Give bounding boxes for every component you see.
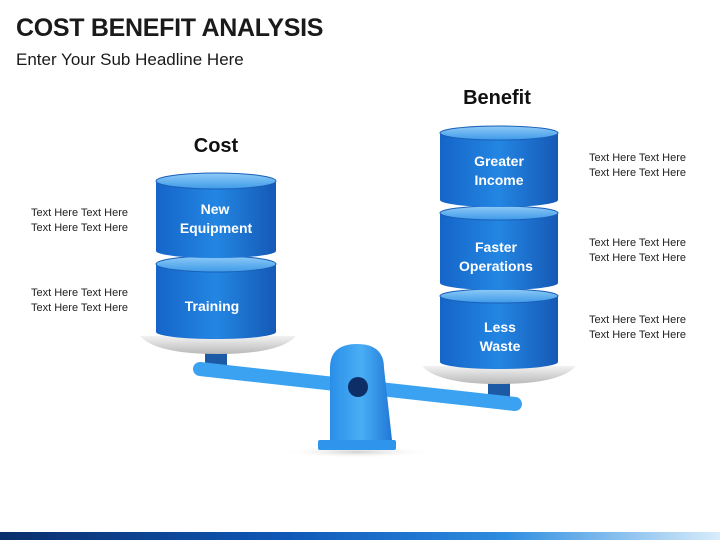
benefit-note-3-line-2: Text Here Text Here	[589, 329, 687, 341]
benefit-block-greater-income: Greater Income	[439, 125, 559, 207]
pivot-hole-icon	[348, 377, 368, 397]
cost-note-2-line-2: Text Here Text Here	[31, 302, 129, 314]
cost-block-new-equipment: New Equipment	[155, 172, 277, 258]
cost-heading: Cost	[193, 135, 239, 157]
benefit-block-less-waste: Less Waste	[439, 288, 559, 369]
cost-block-new-equipment-label-1: New	[201, 201, 230, 217]
benefit-note-3-line-1: Text Here Text Here	[589, 314, 687, 326]
benefit-note-1-line-1: Text Here Text Here	[589, 152, 687, 164]
benefit-block-less-waste-label-1: Less	[484, 319, 516, 335]
benefit-block-faster-operations: Faster Operations	[439, 205, 559, 290]
cost-note-2-line-1: Text Here Text Here	[31, 287, 129, 299]
right-pan-post	[488, 380, 510, 398]
benefit-note-1: Text Here Text Here Text Here Text Here	[589, 151, 686, 181]
fulcrum	[318, 344, 396, 450]
benefit-pan	[422, 366, 576, 384]
cost-block-training: Training	[155, 255, 277, 339]
benefit-note-1-line-2: Text Here Text Here	[589, 167, 687, 179]
benefit-note-2: Text Here Text Here Text Here Text Here	[589, 236, 686, 266]
cost-block-new-equipment-label-2: Equipment	[180, 220, 253, 236]
page-title: COST BENEFIT ANALYSIS	[16, 14, 324, 42]
benefit-block-faster-operations-label-2: Operations	[459, 258, 533, 274]
cost-block-training-label-1: Training	[185, 298, 239, 314]
benefit-note-3: Text Here Text Here Text Here Text Here	[589, 313, 686, 343]
benefit-note-2-line-1: Text Here Text Here	[589, 237, 687, 249]
benefit-note-2-line-2: Text Here Text Here	[589, 252, 687, 264]
benefit-block-greater-income-label-1: Greater	[474, 153, 524, 169]
benefit-heading: Benefit	[463, 87, 531, 109]
cost-note-1-line-1: Text Here Text Here	[31, 207, 129, 219]
cost-pan	[140, 336, 296, 354]
benefit-block-greater-income-label-2: Income	[474, 172, 523, 188]
cost-note-1: Text Here Text Here Text Here Text Here	[31, 206, 128, 236]
benefit-block-faster-operations-label-1: Faster	[475, 239, 518, 255]
cost-note-1-line-2: Text Here Text Here	[31, 222, 129, 234]
page-subtitle: Enter Your Sub Headline Here	[16, 50, 244, 69]
footer-bar	[0, 532, 720, 540]
cost-note-2: Text Here Text Here Text Here Text Here	[31, 286, 128, 316]
benefit-block-less-waste-label-2: Waste	[480, 338, 521, 354]
left-pan-post	[205, 352, 227, 366]
